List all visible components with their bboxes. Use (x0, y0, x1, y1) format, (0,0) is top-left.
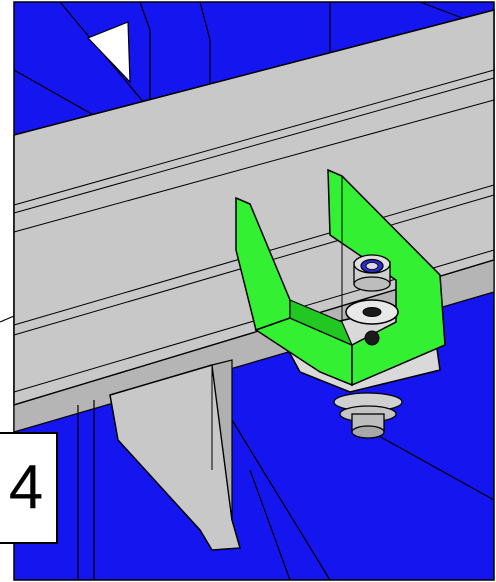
bolt-assembly (333, 392, 403, 439)
lower-frame-lines (77, 400, 495, 581)
support-post (109, 359, 241, 551)
step-number: 4 (8, 453, 44, 522)
step-number-box: 4 (0, 432, 58, 544)
top-nut-washer (345, 254, 399, 325)
bracket-hole (364, 330, 380, 346)
white-triangle-marker (86, 21, 131, 84)
leader-line (0, 315, 15, 323)
